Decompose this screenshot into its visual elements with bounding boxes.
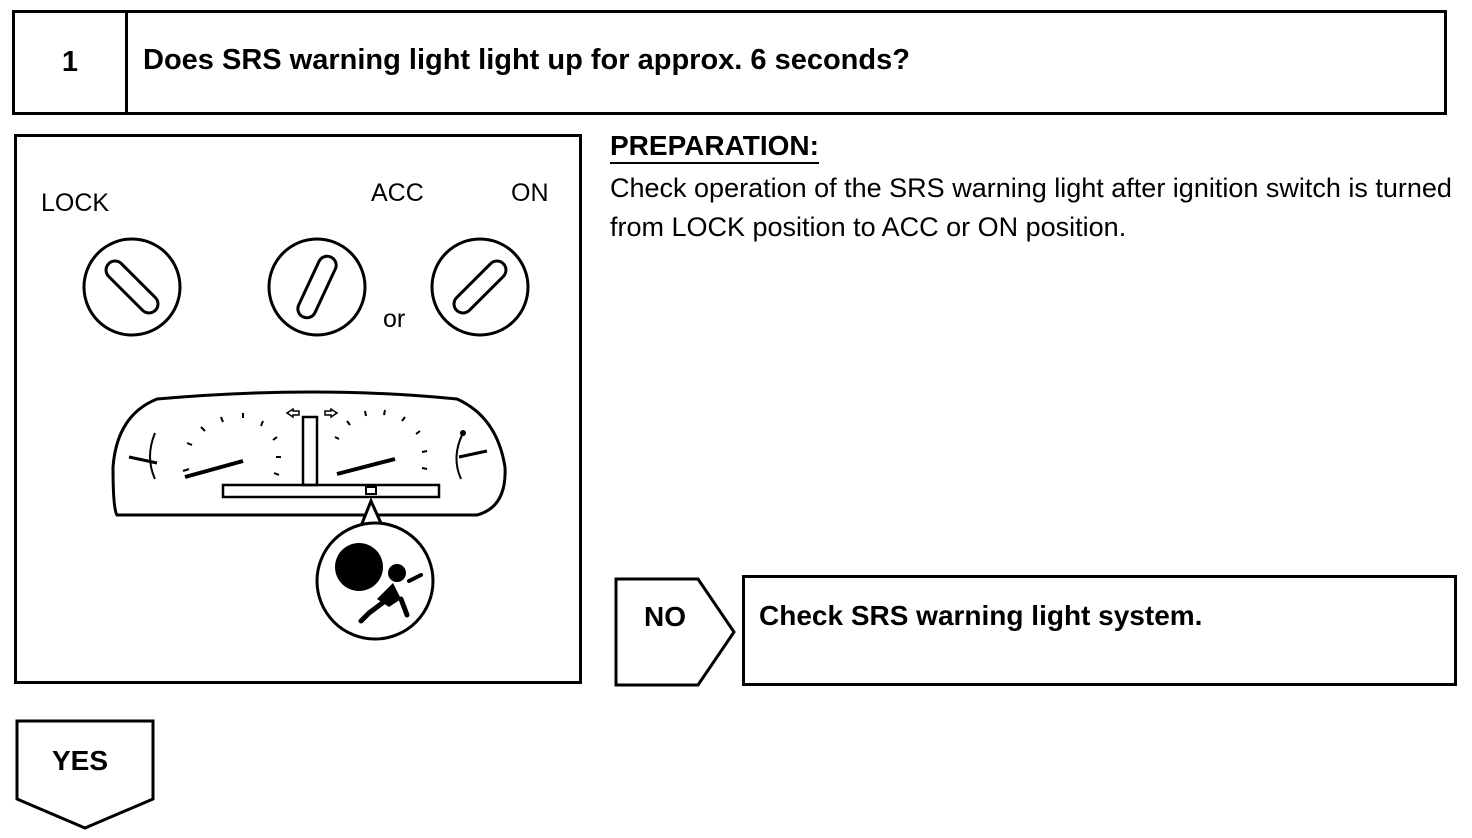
preparation-title: PREPARATION: <box>610 130 819 164</box>
preparation-text: Check operation of the SRS warning light… <box>610 173 1452 242</box>
yes-branch-label: YES <box>52 745 109 776</box>
no-branch-arrow-icon <box>614 577 736 687</box>
no-branch-result-text: Check SRS warning light system. <box>759 600 1203 631</box>
no-branch-result-box: Check SRS warning light system. <box>742 575 1457 686</box>
ignition-on-icon <box>430 237 530 337</box>
on-position-label: ON <box>511 179 549 207</box>
step-number: 1 <box>15 13 128 112</box>
ignition-lock-icon <box>82 237 182 337</box>
instrument-cluster-icon <box>111 390 507 517</box>
yes-branch-arrow-icon <box>15 719 155 830</box>
lock-position-label: LOCK <box>41 189 110 217</box>
acc-position-label: ACC <box>371 179 424 207</box>
illustration-figure: LOCK ACC ON or <box>14 134 582 684</box>
or-label: or <box>383 305 406 333</box>
step-header: 1 Does SRS warning light light up for ap… <box>12 10 1447 115</box>
step-question: Does SRS warning light light up for appr… <box>143 44 910 76</box>
illustration-drawing <box>82 237 530 641</box>
no-branch-label: NO <box>644 601 686 632</box>
ignition-acc-icon <box>267 237 367 337</box>
srs-airbag-warning-icon <box>315 497 435 641</box>
